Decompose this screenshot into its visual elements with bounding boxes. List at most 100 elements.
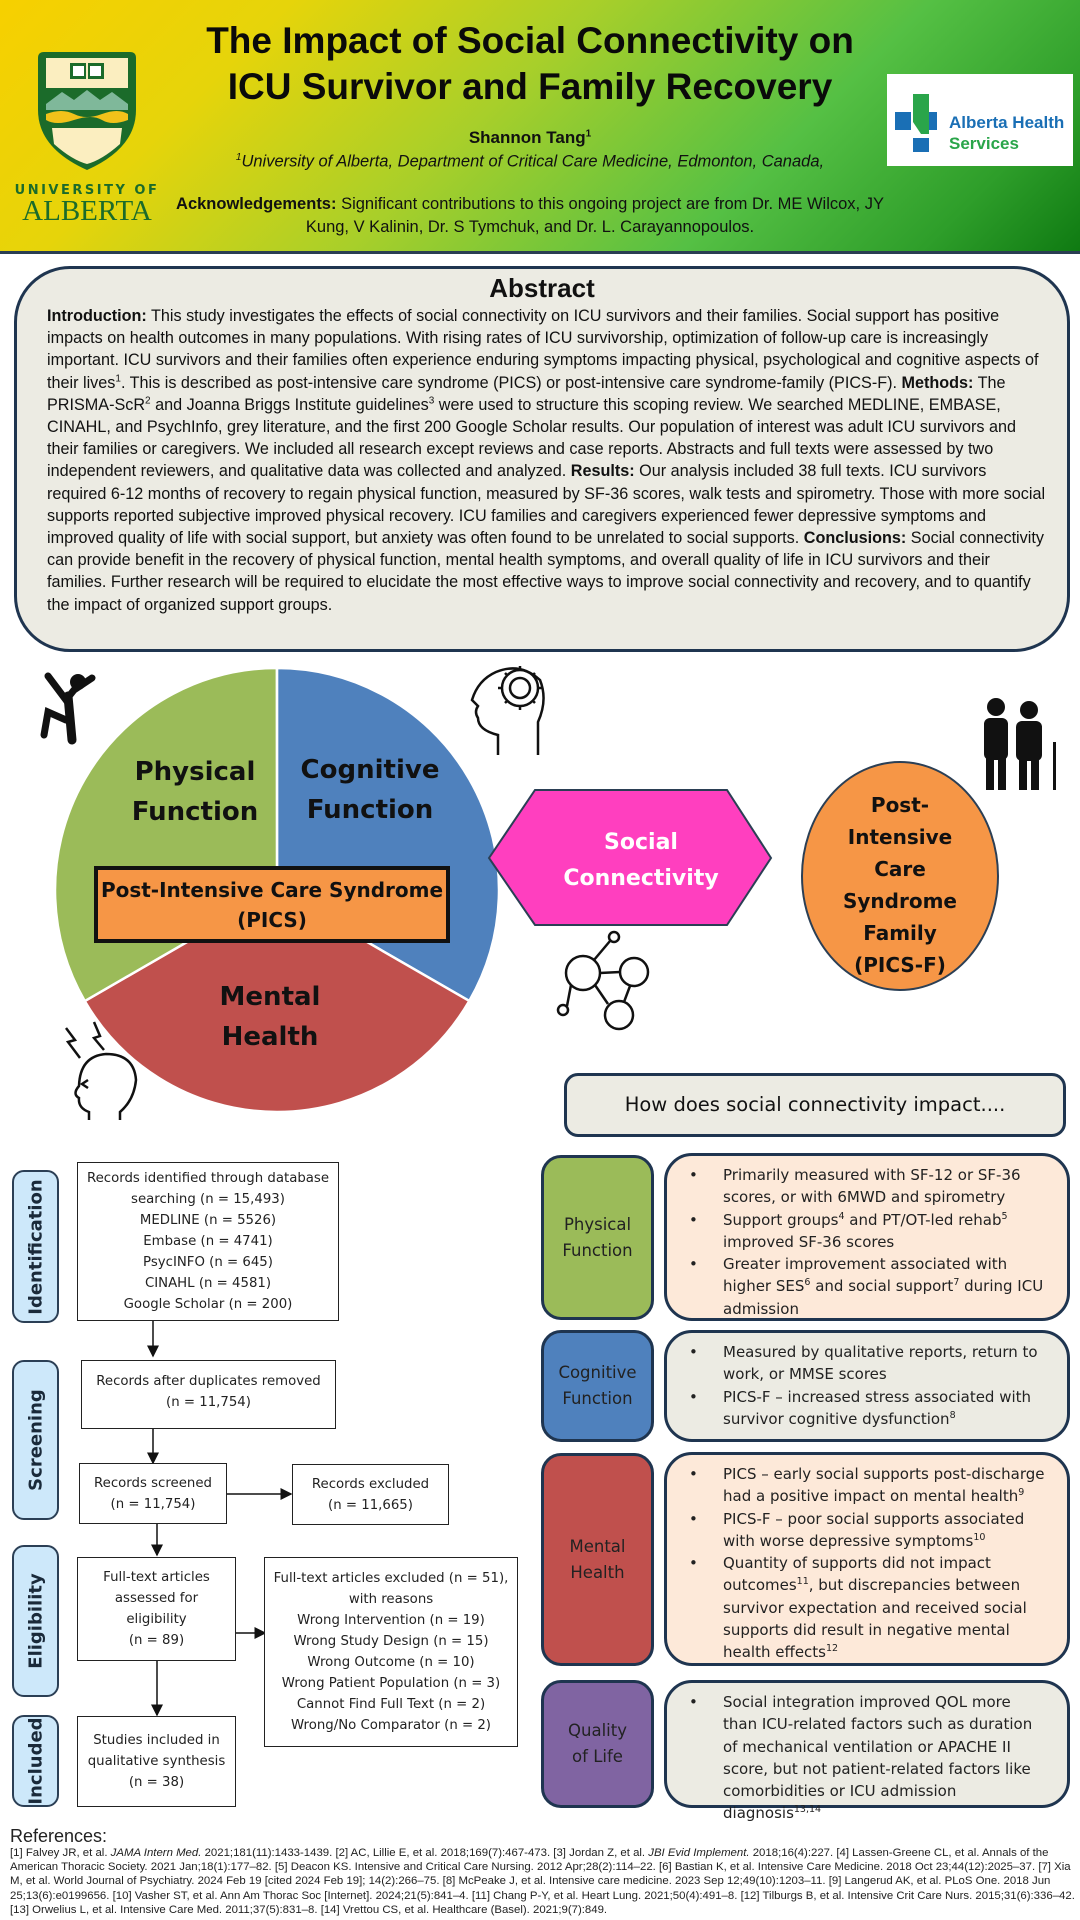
- stressed-head-icon: [65, 1021, 138, 1120]
- title-line-2: ICU Survivor and Family Recovery: [227, 66, 833, 107]
- prisma-box-line: (n = 38): [128, 1775, 185, 1790]
- pie-label-cognitive-2: Function: [307, 795, 434, 825]
- ahs-cross-icon: Alberta Health Services: [895, 94, 1064, 153]
- pie-slice-mental: [83, 888, 471, 1114]
- prisma-fulltext-excluded: Full-text articles excluded (n = 51),wit…: [264, 1557, 518, 1747]
- bullet-list: Measured by qualitative reports, return …: [687, 1341, 1049, 1430]
- prisma-records-excluded: Records excluded(n = 11,665): [292, 1464, 449, 1525]
- prisma-box-line: Wrong/No Comparator (n = 2): [291, 1718, 491, 1733]
- citation-superscript: 13,14: [793, 1804, 822, 1816]
- bullet-list: Primarily measured with SF-12 or SF-36 s…: [687, 1164, 1049, 1320]
- citation-superscript: 11: [796, 1576, 809, 1588]
- ahs-logo-line-2: Services: [949, 134, 1019, 153]
- reference-item: [4] Lassen-Greene CL, et al. Annals of t…: [10, 1847, 1049, 1874]
- poster-header: UNIVERSITY OF ALBERTA The Impact of Soci…: [0, 0, 1080, 254]
- ahs-logo-line-1: Alberta Health: [949, 113, 1064, 132]
- abstract-body: Introduction: This study investigates th…: [47, 305, 1047, 616]
- citation-superscript: 4: [838, 1210, 845, 1222]
- pie-label-physical-1: Physical: [135, 757, 256, 787]
- reference-item: [12] Tilburgs B, et al. Intensive Crit C…: [740, 1889, 1075, 1902]
- citation-superscript: 3: [428, 395, 435, 407]
- pics-line-1: Post-Intensive Care Syndrome: [100, 878, 444, 902]
- acknowledgements: Acknowledgements: Significant contributi…: [170, 193, 890, 239]
- social-connectivity-line-1: Social: [604, 830, 678, 855]
- detail-mental-health: PICS – early social supports post-discha…: [664, 1452, 1070, 1666]
- prisma-box-line: eligibility: [126, 1612, 187, 1627]
- prisma-box-line: Studies included in: [93, 1733, 220, 1748]
- pie-label-physical-2: Function: [132, 797, 259, 827]
- category-label-line: Mental: [569, 1536, 626, 1556]
- stage-eligibility: Eligibility: [12, 1545, 59, 1697]
- author-superscript: 1: [585, 128, 592, 140]
- reference-item: [13] Orwelius L, et al. Intensive Care M…: [10, 1903, 321, 1916]
- citation-superscript: 5: [1001, 1210, 1008, 1222]
- prisma-box-line: searching (n = 15,493): [131, 1192, 285, 1207]
- affiliation: 1University of Alberta, Department of Cr…: [150, 152, 910, 172]
- category-label-line: Function: [562, 1240, 633, 1260]
- category-quality-of-life: Quality of Life: [541, 1680, 654, 1808]
- prisma-box-line: (n = 11,754): [110, 1496, 196, 1512]
- shield-crest-icon: [38, 52, 136, 170]
- stage-screening: Screening: [12, 1360, 59, 1520]
- affiliation-superscript: 1: [235, 152, 242, 163]
- pie-label-mental-2: Health: [222, 1022, 319, 1052]
- running-person-icon: [40, 672, 96, 745]
- title-line-1: The Impact of Social Connectivity on: [206, 20, 854, 61]
- prisma-box-line: assessed for: [114, 1591, 199, 1606]
- pics-f-label-line: Care: [874, 857, 926, 881]
- introduction-text: This study investigates the effects of s…: [47, 307, 1039, 392]
- pics-line-2: (PICS): [237, 908, 307, 932]
- reference-item: [3] Jordan Z, et al. JBI Evid Implement.…: [553, 1847, 837, 1859]
- citation-superscript: 8: [949, 1409, 956, 1421]
- prisma-box-line: Wrong Intervention (n = 19): [297, 1613, 485, 1628]
- abstract-panel: Abstract Introduction: This study invest…: [14, 266, 1070, 652]
- category-label-line: Cognitive: [558, 1363, 637, 1382]
- prisma-records-screened: Records screened(n = 11,754): [79, 1463, 227, 1524]
- detail-physical-function: Primarily measured with SF-12 or SF-36 s…: [664, 1153, 1070, 1321]
- pics-f-label-line: (PICS-F): [854, 953, 946, 977]
- results-text: Our analysis included 38 full texts. ICU…: [47, 462, 1046, 548]
- prisma-records-deduplicated: Records after duplicates removed (n = 11,…: [81, 1360, 336, 1429]
- poster-title: The Impact of Social Connectivity on ICU…: [150, 18, 910, 110]
- bullet-list: PICS – early social supports post-discha…: [687, 1463, 1049, 1664]
- reference-item: [2] AC, Lillie E, et al. 2018;169(7):467…: [335, 1847, 554, 1859]
- prisma-box-line: (n = 11,754): [166, 1395, 251, 1410]
- bullet-item: Quantity of supports did not impact outc…: [687, 1552, 1049, 1663]
- bullet-item: Social integration improved QOL more tha…: [687, 1691, 1049, 1825]
- acknowledgements-label: Acknowledgements:: [176, 195, 337, 213]
- prisma-box-line: (n = 11,665): [328, 1497, 413, 1513]
- prisma-box-line: Records identified through database: [86, 1171, 330, 1186]
- head-with-brain-gear-icon: [470, 666, 545, 755]
- methods-text-cont: were used to structure this scoping revi…: [47, 395, 1017, 481]
- acknowledgements-text: Significant contributions to this ongoin…: [305, 195, 884, 236]
- citation-superscript: 12: [826, 1643, 839, 1655]
- prisma-box-line: Full-text articles: [103, 1570, 210, 1585]
- category-label-line: Health: [570, 1562, 625, 1582]
- prisma-box-line: (n = 89): [128, 1633, 185, 1648]
- social-connectivity-line-2: Connectivity: [563, 866, 718, 891]
- reference-item: [1] Falvey JR, et al. JAMA Intern Med. 2…: [10, 1847, 336, 1859]
- bullet-item: PICS-F – poor social supports associated…: [687, 1508, 1049, 1553]
- stage-identification: Identification: [12, 1170, 59, 1323]
- prisma-box-line: Google Scholar (n = 200): [123, 1297, 293, 1312]
- reference-item: [5] Deacon KS. Intensive and Critical Ca…: [274, 1861, 660, 1874]
- bullet-item: Support groups4 and PT/OT-led rehab5 imp…: [687, 1209, 1049, 1254]
- prisma-box-line: MEDLINE (n = 5526): [139, 1213, 277, 1228]
- bullet-item: Measured by qualitative reports, return …: [687, 1341, 1049, 1386]
- methods-label: Methods:: [901, 373, 974, 392]
- bullet-item: PICS-F – increased stress associated wit…: [687, 1386, 1049, 1431]
- prisma-box-line: Cannot Find Full Text (n = 2): [296, 1697, 486, 1712]
- social-connectivity-hexagon: [487, 789, 773, 926]
- reference-item: [8] McPeake J, et al. Intensive care med…: [442, 1875, 829, 1888]
- prisma-fulltext-assessed: Full-text articles assessed for eligibilit…: [77, 1557, 236, 1661]
- category-label-line: Quality: [568, 1721, 627, 1740]
- prisma-box-line: with reasons: [348, 1592, 434, 1607]
- prisma-arrows: [147, 1321, 293, 1717]
- prisma-box-line: Records after duplicates removed: [96, 1374, 321, 1389]
- pics-f-label-line: Family: [863, 921, 937, 945]
- category-label-line: of Life: [572, 1747, 623, 1766]
- methods-text-cont: and Joanna Briggs Institute guidelines: [150, 395, 429, 414]
- detail-cognitive-function: Measured by qualitative reports, return …: [664, 1330, 1070, 1442]
